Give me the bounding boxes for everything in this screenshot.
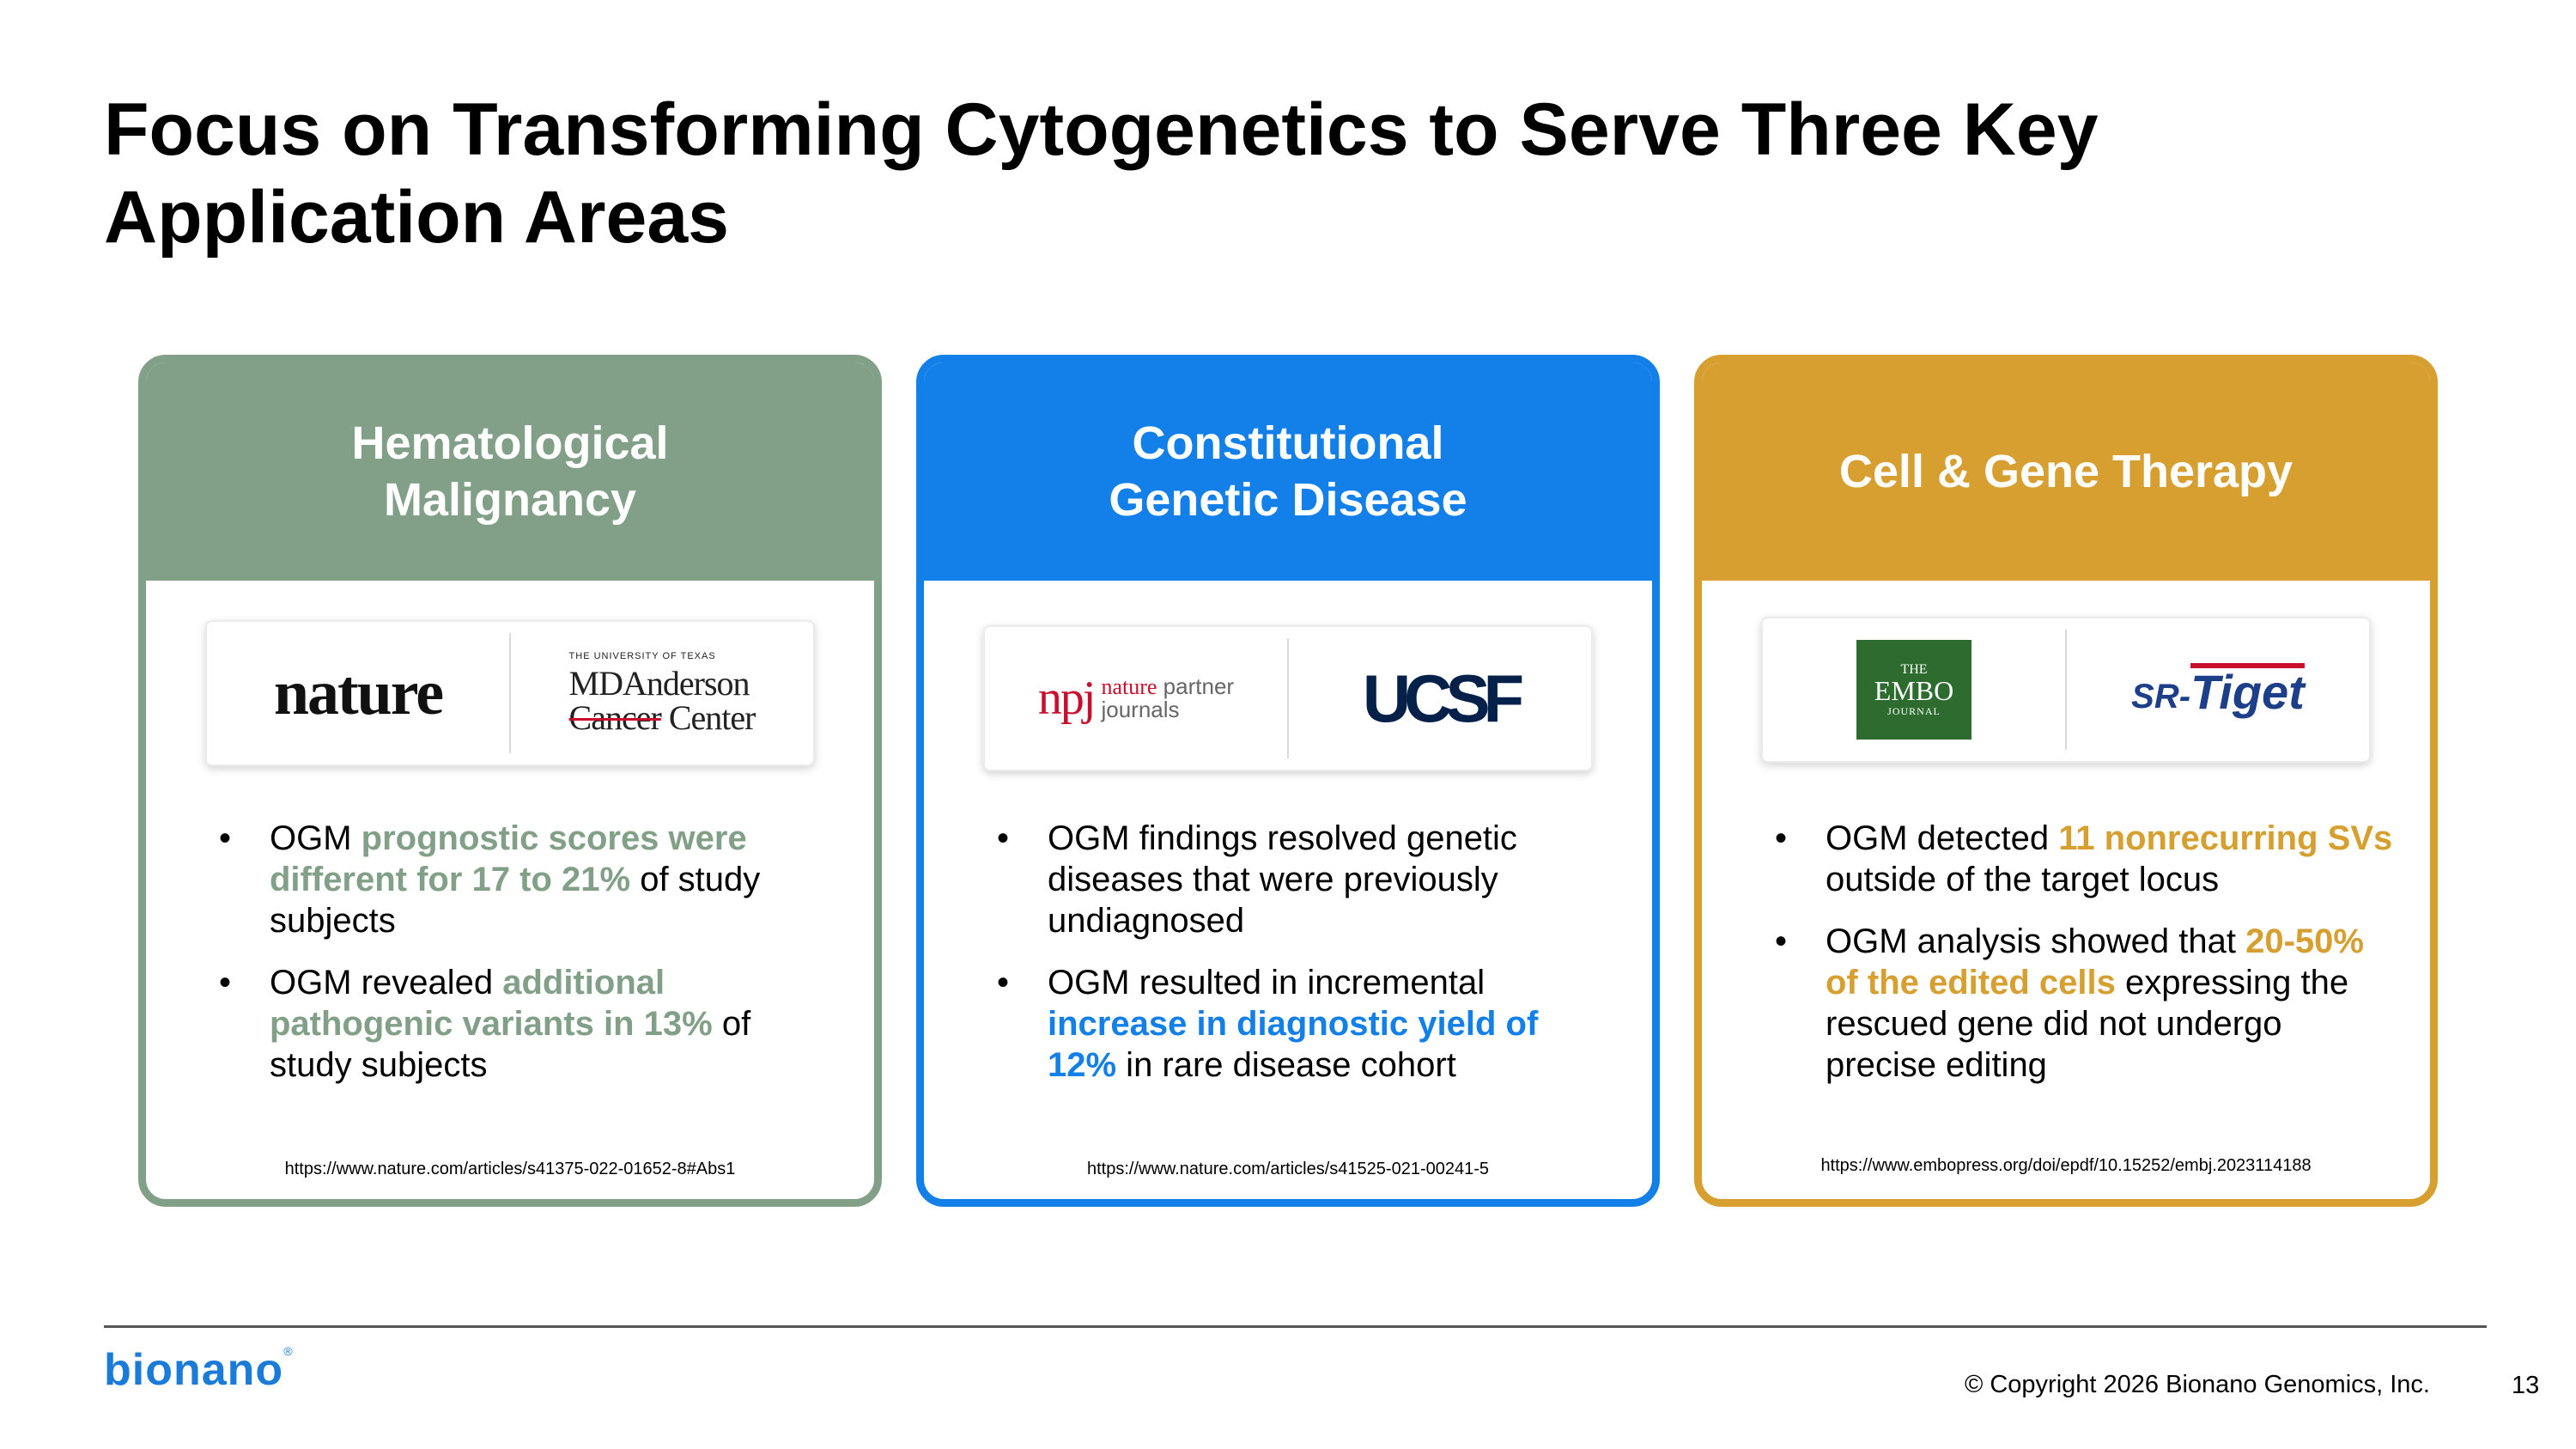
bullet-item: OGM findings resolved genetic diseases t… [997, 818, 1615, 941]
bullet-item: OGM revealed additional pathogenic varia… [219, 962, 837, 1086]
card-hematological-malignancy: Hematological Malignancy nature THE UNIV… [138, 355, 882, 1207]
bullet-item: OGM analysis showed that 20-50% of the e… [1775, 921, 2393, 1086]
bullet-item: OGM prognostic scores were different for… [219, 818, 837, 941]
logo-divider [1287, 638, 1289, 758]
bullet-list: OGM detected 11 nonrecurring SVs outside… [1775, 818, 2393, 1106]
bionano-logo: bionano® [104, 1344, 294, 1395]
reference-link[interactable]: https://www.nature.com/articles/s41375-0… [284, 1160, 736, 1178]
card-header: Cell & Gene Therapy [1702, 362, 2430, 581]
nature-logo: nature [273, 657, 444, 728]
sr-tiget-logo: SR- Tiget [2131, 663, 2305, 719]
footer-divider [104, 1325, 2487, 1328]
logo-panel: nature THE UNIVERSITY OF TEXAS MDAnderso… [205, 620, 815, 766]
page-number: 13 [2512, 1372, 2540, 1399]
ucsf-logo: UCSF [1362, 660, 1524, 736]
reference-link[interactable]: https://www.nature.com/articles/s41525-0… [1086, 1160, 1490, 1178]
card-cell-gene-therapy: Cell & Gene Therapy THE EMBO JOURNAL SR-… [1694, 355, 2438, 1207]
card-constitutional-genetic-disease: Constitutional Genetic Disease npj natur… [916, 355, 1660, 1207]
card-header: Constitutional Genetic Disease [924, 362, 1652, 581]
embo-journal-logo: THE EMBO JOURNAL [1763, 618, 2065, 761]
copyright-text: © Copyright 2026 Bionano Genomics, Inc. [1964, 1371, 2430, 1398]
bullet-list: OGM prognostic scores were different for… [219, 818, 837, 1106]
card-header: Hematological Malignancy [146, 362, 874, 581]
card-title: Cell & Gene Therapy [1838, 446, 2293, 497]
reference-link[interactable]: https://www.embopress.org/doi/epdf/10.15… [1820, 1156, 2312, 1175]
card-title: Constitutional Genetic Disease [1109, 417, 1467, 526]
logo-panel: THE EMBO JOURNAL SR- Tiget [1761, 617, 2371, 763]
npj-logo: npj nature partner journals [1037, 672, 1235, 725]
slide-title: Focus on Transforming Cytogenetics to Se… [104, 88, 2099, 259]
logo-divider [2065, 630, 2067, 750]
bullet-list: OGM findings resolved genetic diseases t… [997, 818, 1615, 1106]
logo-panel: npj nature partner journals UCSF [983, 625, 1593, 771]
bullet-item: OGM detected 11 nonrecurring SVs outside… [1775, 818, 2393, 900]
logo-divider [509, 633, 511, 753]
card-title: Hematological Malignancy [351, 417, 669, 526]
bullet-item: OGM resulted in incremental increase in … [997, 962, 1615, 1086]
md-anderson-logo: THE UNIVERSITY OF TEXAS MDAnderson Cance… [568, 650, 756, 737]
